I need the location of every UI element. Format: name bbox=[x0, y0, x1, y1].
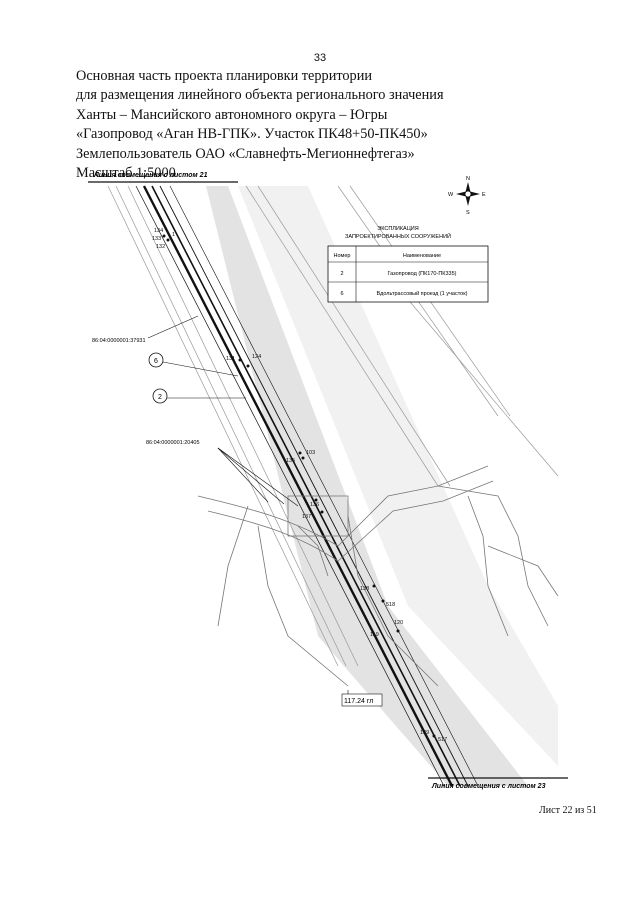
compass-e: E bbox=[482, 192, 486, 198]
point-label: 131 bbox=[226, 356, 235, 362]
header-line-2: для размещения линейного объекта региона… bbox=[76, 87, 444, 104]
legend-table: ЭКСПЛИКАЦИЯ ЗАПРОЕКТИРОВАННЫХ СООРУЖЕНИЙ… bbox=[327, 226, 489, 303]
point-label: 136 bbox=[310, 502, 319, 508]
point-label: 132 bbox=[156, 244, 165, 250]
point-label: 138 bbox=[360, 586, 369, 592]
callout-6-label: 6 bbox=[154, 358, 158, 365]
legend-row-name: Вдольтрассовый проезд (1 участок) bbox=[377, 290, 468, 297]
compass-w: W bbox=[448, 192, 454, 198]
legend-col-name: Наименование bbox=[403, 253, 441, 259]
point-label: 133 bbox=[152, 236, 161, 242]
point-label: 120 bbox=[394, 620, 403, 626]
cadastral-label-1: 86:04:0000001:37931 bbox=[92, 338, 146, 344]
header-line-3: Ханты – Мансийского автономного округа –… bbox=[76, 106, 388, 123]
compass-icon: N S W E bbox=[448, 176, 486, 216]
header-line-1: Основная часть проекта планировки террит… bbox=[76, 68, 373, 84]
callout-2 bbox=[152, 388, 168, 404]
scale-label: Масштаб 1:5000 bbox=[76, 165, 176, 182]
planning-map: Линия совмещения с листом 21 bbox=[88, 172, 568, 790]
point-label: 1 bbox=[172, 232, 175, 238]
legend-title-line1: ЭКСПЛИКАЦИЯ bbox=[377, 226, 418, 232]
point-label: 137 bbox=[302, 514, 311, 520]
bottom-match-line-label: Линия совмещения с листом 23 bbox=[431, 783, 546, 790]
cadastral-label-2: 86:04:0000001:20405 bbox=[146, 440, 200, 446]
point-label: 517 bbox=[438, 737, 447, 743]
elevation-label: 117.24 гл bbox=[344, 698, 373, 705]
compass-n: N bbox=[466, 176, 470, 182]
legend-row-number: 6 bbox=[340, 291, 343, 297]
compass-s: S bbox=[466, 210, 470, 216]
legend-row-name: Газопровод (ПК170-ПК335) bbox=[388, 271, 457, 277]
point-label: 124 bbox=[252, 354, 261, 360]
legend-col-number: Номер bbox=[334, 253, 351, 259]
callout-6 bbox=[148, 352, 164, 368]
point-label: 103 bbox=[306, 450, 315, 456]
callout-2-label: 2 bbox=[158, 394, 162, 401]
header-line-5: Землепользователь ОАО «Славнефть-Мегионн… bbox=[76, 145, 415, 162]
sheet-number: Лист 22 из 51 bbox=[539, 805, 597, 816]
document-header: Основная часть проекта планировки террит… bbox=[76, 67, 556, 183]
point-label: 134 bbox=[154, 228, 163, 234]
page-number: 33 bbox=[313, 52, 327, 64]
top-match-line-label: Линия совмещения с листом 21 bbox=[93, 172, 208, 179]
point-label: 518 bbox=[386, 602, 395, 608]
legend-title-line2: ЗАПРОЕКТИРОВАННЫХ СООРУЖЕНИЙ bbox=[345, 232, 451, 240]
point-label: 135 bbox=[286, 458, 295, 464]
point-label: 119 bbox=[370, 632, 379, 638]
legend-row-number: 2 bbox=[340, 271, 343, 277]
point-label: 139 bbox=[420, 730, 429, 736]
header-line-4: «Газопровод «Аган НВ-ГПК». Участок ПК48+… bbox=[76, 126, 428, 143]
